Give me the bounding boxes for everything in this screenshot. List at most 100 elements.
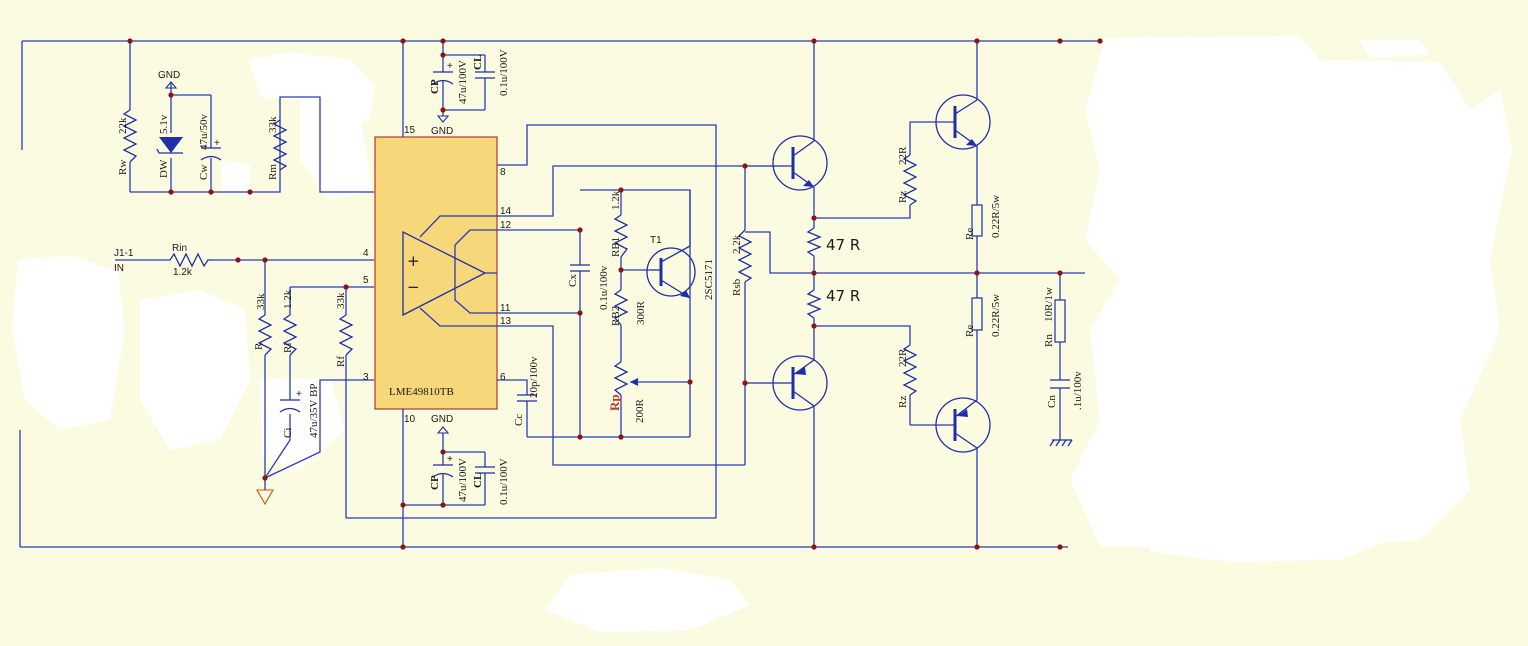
svg-text:+: +	[447, 61, 453, 72]
rz-bottom-resistor	[902, 344, 918, 396]
rb1-label: RB1	[610, 237, 622, 257]
output-stage-wiring	[814, 41, 1061, 547]
rf-value: 33k	[335, 292, 347, 309]
svg-text:+: +	[447, 454, 453, 465]
r47-network	[745, 218, 1085, 326]
cl-bottom-value: 0.1u/100V	[498, 458, 510, 505]
rn-value: 10R/1w	[1043, 287, 1055, 322]
top-decoupling: +	[432, 41, 495, 123]
rsb-value: 2.2k	[731, 234, 743, 254]
driver-pnp	[745, 326, 828, 547]
cl-top-label: CL	[472, 55, 484, 70]
svg-text:+: +	[296, 389, 302, 400]
rp-potentiometer	[613, 361, 638, 396]
rb1-value: 1.2k	[610, 190, 622, 210]
rm-resistor	[272, 119, 288, 171]
rb2-resistor	[613, 289, 629, 326]
r47-bottom-label: 47 R	[826, 287, 860, 305]
cn-value: .1u/100v	[1072, 371, 1084, 410]
opamp-minus: −	[407, 278, 420, 296]
rz-top-value: 22R	[897, 146, 909, 165]
svg-text:4: 4	[363, 248, 369, 259]
rp-value: 200R	[634, 399, 646, 424]
rn-label: Rn	[1043, 334, 1055, 347]
in-label: IN	[114, 263, 124, 274]
output-pnp	[935, 397, 991, 453]
dw-value: 5.1v	[158, 114, 170, 134]
opamp-triangle	[402, 230, 487, 317]
svg-text:14: 14	[500, 206, 512, 217]
ri-value: 1.2k	[282, 289, 294, 309]
gnd-bottom-label: GND	[431, 414, 453, 425]
t1-label: T1	[650, 235, 662, 246]
j1-label: J1-1	[114, 248, 134, 259]
lme49810-chip	[374, 136, 498, 410]
re-top-label: Re	[964, 228, 976, 240]
rm-label: Rm	[267, 164, 279, 180]
t1-transistor	[646, 190, 696, 299]
rz-top-label: Rz	[897, 191, 909, 203]
rin-resistor	[169, 252, 212, 268]
chassis-ground	[1049, 439, 1073, 447]
chip-pins: 15 8 14 12 4 5 11 13 3 6 10	[363, 125, 512, 425]
re-top-resistor	[971, 204, 983, 237]
bottom-decoupling: +	[403, 426, 495, 506]
cp-top-value: 47u/100V	[457, 60, 469, 104]
rin-value: 1.2k	[173, 267, 193, 278]
ci-capacitor: +	[279, 389, 302, 413]
rz-top-resistor	[902, 154, 918, 206]
cn-capacitor	[1050, 379, 1070, 389]
gnd-top-label: GND	[431, 126, 453, 137]
gnd-zener-label: GND	[158, 70, 180, 81]
rsb-label: Rsb	[731, 278, 743, 296]
rb2-value: 300R	[635, 301, 647, 326]
rsb-resistor	[737, 229, 753, 283]
rw-label: Rw	[117, 160, 129, 175]
rp-label: Rp	[607, 394, 622, 411]
svg-text:11: 11	[500, 303, 511, 314]
ci-value: 47u/35V BP	[308, 383, 320, 438]
cp-bottom-label: CP	[429, 475, 441, 490]
bias-supply-section	[129, 41, 374, 193]
svg-text:13: 13	[500, 316, 512, 327]
cl-top-value: 0.1u/100V	[498, 49, 510, 96]
re-bottom-label: Re	[964, 325, 976, 337]
rz-bottom-label: Rz	[897, 396, 909, 408]
re-bottom-resistor	[971, 297, 983, 331]
driver-npn	[745, 41, 828, 218]
cc-value: 20p/100v	[528, 356, 540, 398]
re-top-value: 0.22R/5w	[990, 195, 1002, 238]
cw-value: 47u/50v	[198, 113, 210, 150]
rin-label: Rin	[172, 243, 187, 254]
svg-text:12: 12	[500, 220, 512, 231]
svg-text:15: 15	[404, 125, 416, 136]
ri-label: Ri	[282, 343, 294, 353]
cc-label: Cc	[513, 414, 525, 426]
input-wiring	[115, 259, 716, 519]
ci-label: Ci	[282, 428, 294, 438]
zener-diode	[156, 137, 183, 154]
svg-text:6: 6	[500, 372, 506, 383]
rf-label: Rf	[335, 356, 347, 367]
r33k-left-value: 33k	[255, 293, 267, 310]
cp-top-label: CP	[429, 79, 441, 94]
rb1-resistor	[613, 214, 629, 258]
svg-text:5: 5	[363, 275, 369, 286]
rw-resistor	[122, 109, 138, 163]
erased-areas	[12, 36, 1512, 632]
svg-text:8: 8	[500, 167, 506, 178]
opamp-plus: +	[407, 252, 420, 270]
cw-capacitor: +	[200, 138, 222, 161]
rz-bottom-value: 22R	[897, 348, 909, 367]
chip-part-label: LME49810TB	[389, 386, 454, 398]
t1-part: 2SC5171	[703, 259, 715, 300]
chip-internal-wiring	[419, 215, 497, 327]
rm-value: 33k	[267, 116, 279, 133]
rb2-label: RB2	[610, 306, 622, 326]
cx-value: 0.1u/100v	[598, 265, 610, 310]
re-bottom-value: 0.22R/5w	[990, 294, 1002, 337]
r33k-left-name: R	[253, 342, 265, 350]
rw-value: 22k	[117, 117, 129, 134]
junction-dots	[127, 38, 1103, 550]
